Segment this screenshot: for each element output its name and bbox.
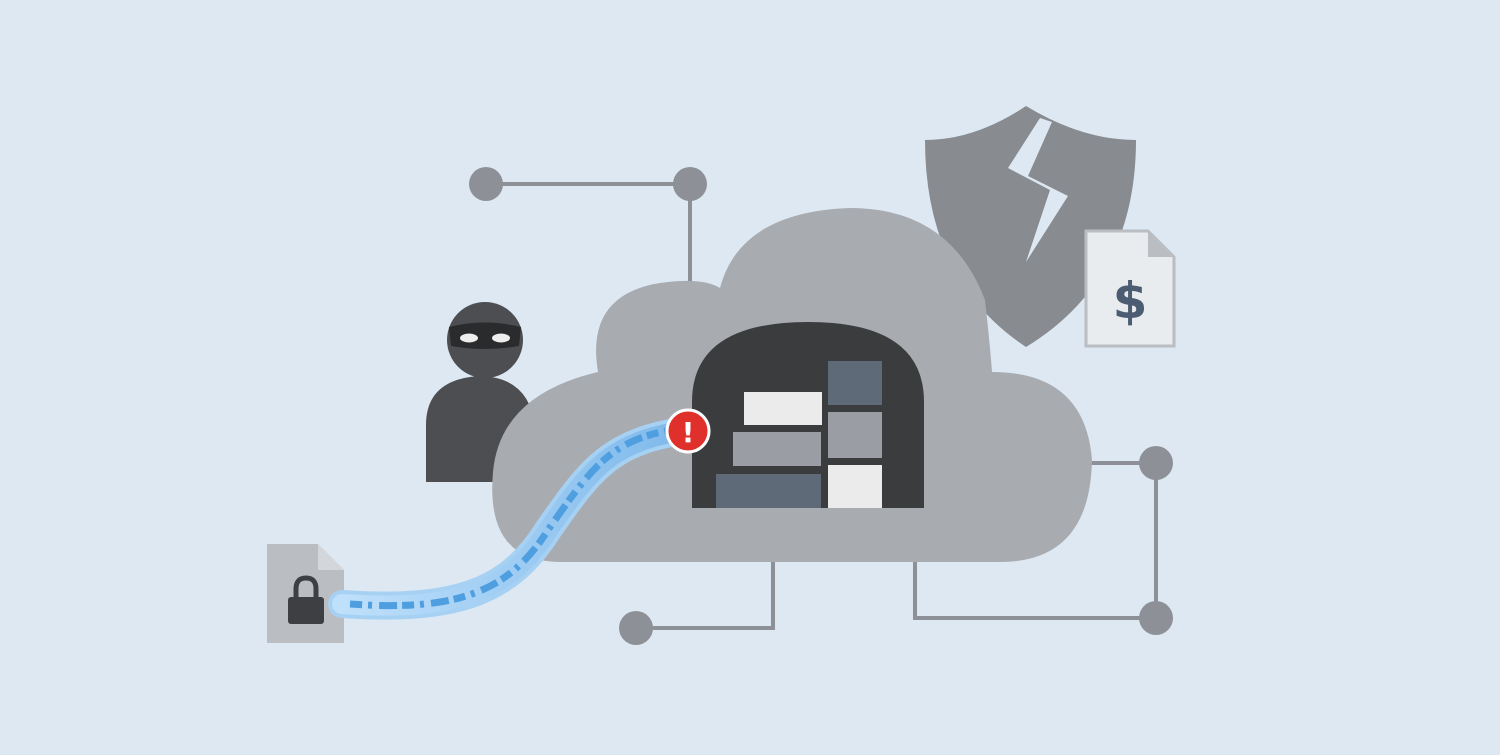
alert-mark: ! [682,416,695,449]
data-block [716,474,821,508]
network-nodes [469,167,1173,645]
data-stream [328,416,704,620]
padlock-icon [293,575,319,599]
data-block [828,361,882,405]
data-block [733,432,821,466]
data-block [828,465,882,508]
data-block [744,392,822,425]
network-node [673,167,707,201]
alert-badge-icon: ! [665,408,711,454]
connector-bottom-right [913,560,1156,620]
network-node [1139,601,1173,635]
data-block [828,412,882,458]
dollar-document-icon: $ [1084,229,1176,348]
locked-file-icon [267,544,344,643]
network-node [619,611,653,645]
connector-bottom-left [636,560,775,630]
connector-top-left [486,182,692,285]
network-node [1139,446,1173,480]
dollar-sign-icon: $ [1113,272,1148,330]
data-vault-icon [692,322,924,508]
network-node [469,167,503,201]
